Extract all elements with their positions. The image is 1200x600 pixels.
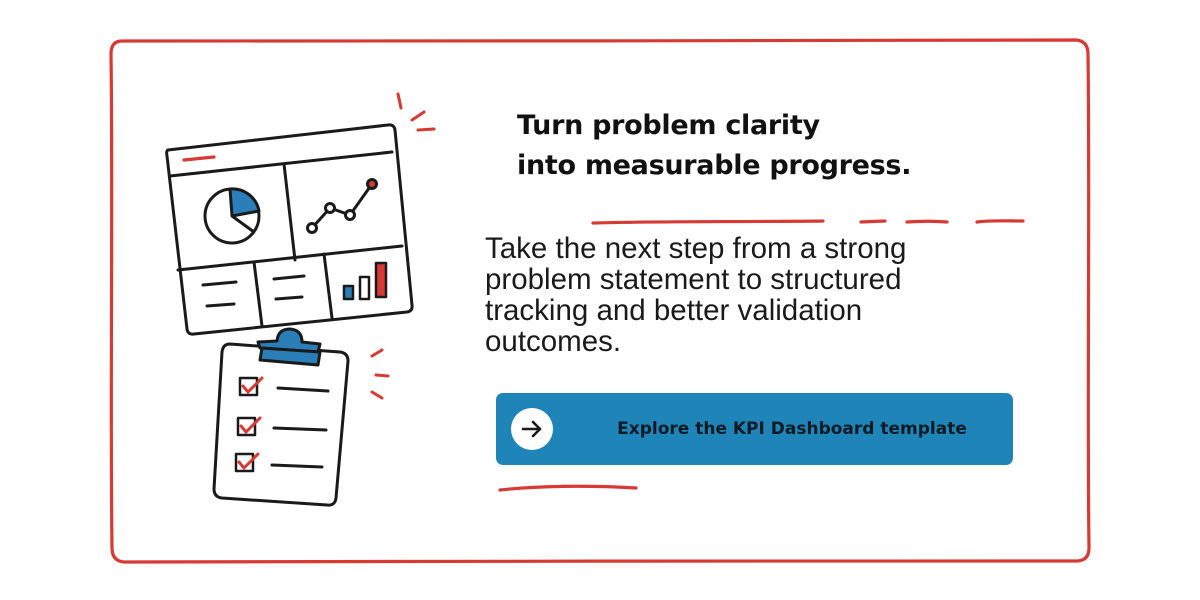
- body-line-2: problem statement to structured: [485, 263, 902, 296]
- body-line-4: outcomes.: [485, 325, 622, 358]
- bar-chart-icon: [342, 261, 388, 301]
- button-underline: [498, 484, 638, 492]
- pie-chart-icon: [203, 187, 261, 245]
- divider: [591, 219, 1025, 225]
- body-line-3: tracking and better validation: [485, 294, 863, 327]
- clipboard-icon: [212, 327, 350, 507]
- headline-line-1: Turn problem clarity: [517, 110, 820, 141]
- explore-template-button[interactable]: Explore the KPI Dashboard template: [496, 393, 1013, 465]
- body-line-1: Take the next step from a strong: [485, 232, 907, 265]
- headline-line-2: into measurable progress.: [517, 150, 912, 181]
- dashboard-icon: [165, 123, 414, 336]
- headline: Turn problem clarity into measurable pro…: [517, 106, 1017, 186]
- checkbox-icon: [234, 376, 330, 473]
- sparkle-icon: [396, 92, 436, 132]
- dashboard-clipboard-illustration: [165, 92, 436, 507]
- body-text: Take the next step from a strong problem…: [485, 233, 1025, 357]
- explore-template-label: Explore the KPI Dashboard template: [617, 419, 967, 439]
- line-chart-icon: [306, 178, 378, 234]
- arrow-right-icon: [511, 408, 553, 450]
